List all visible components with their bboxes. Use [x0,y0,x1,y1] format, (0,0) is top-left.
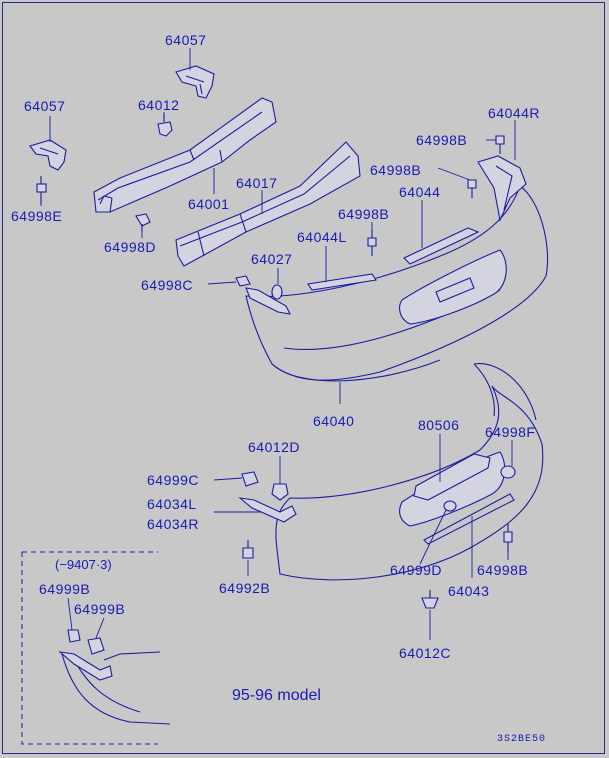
label-64044R: 64044R [488,105,540,121]
model-note: 95-96 model [232,687,321,704]
bolt-64998B-lower [503,524,513,552]
bolt-64998B-mid [367,230,377,256]
label-64998F: 64998F [485,424,535,440]
absorber-64017 [175,141,361,267]
moulding-64044 [403,227,480,265]
label-64043: 64043 [448,583,489,599]
bumper-fascia-64040 [245,155,549,382]
label-64040: 64040 [313,413,354,429]
bolt-64998E [36,176,47,204]
label-64034R: 64034R [147,516,199,532]
label-64999B-1: 64999B [39,581,90,597]
inset-frame [21,551,158,745]
label-64999D: 64999D [390,562,442,578]
label-64998B-3: 64998B [338,206,389,222]
bolt-64998B-right [467,179,477,198]
label-64998B-4: 64998B [477,562,528,578]
label-64044L: 64044L [297,229,347,245]
reinforcement-64001 [93,97,277,213]
label-64044: 64044 [399,184,440,200]
diagram-code: 3S2BE50 [497,734,546,745]
nut-64999D [443,500,457,512]
bolt-64998C [235,275,251,287]
leader-lines [40,48,516,640]
label-64012: 64012 [138,97,179,113]
label-64992B: 64992B [219,580,270,596]
label-64027: 64027 [251,251,292,267]
label-64998B-2: 64998B [370,162,421,178]
label-64998B-1: 64998B [416,132,467,148]
label-64017: 64017 [236,175,277,191]
bolt-64998B-top [495,135,505,154]
label-64012D: 64012D [248,439,300,455]
clip-64012C [421,590,439,609]
label-64034L: 64034L [147,496,197,512]
inset-bumper [58,629,171,725]
clip-64012D [271,483,289,501]
label-80506: 80506 [418,417,459,433]
bracket-64034 [238,497,297,523]
bumper-95-96-model [275,363,544,581]
label-64998E: 64998E [11,208,62,224]
nut-64999C [241,471,259,487]
bolt-64998D [135,213,151,232]
label-64057-top: 64057 [165,32,206,48]
grommet-64027 [271,284,283,300]
moulding-64044L [307,273,377,291]
label-64999B-2: 64999B [74,601,125,617]
label-64998D: 64998D [104,239,156,255]
label-64001: 64001 [188,196,229,212]
clip-64992B [242,540,254,559]
label-64998C: 64998C [141,277,193,293]
label-64057-left: 64057 [24,98,65,114]
label-64012C: 64012C [399,645,451,661]
bracket-64057-left [29,139,67,171]
clip-64012 [157,114,173,137]
side-bracket [245,287,291,315]
inset-range-label: (−9407·3) [55,557,112,572]
bracket-64057-top [175,65,215,99]
label-64999C: 64999C [147,472,199,488]
bolt-64998F [500,465,516,479]
